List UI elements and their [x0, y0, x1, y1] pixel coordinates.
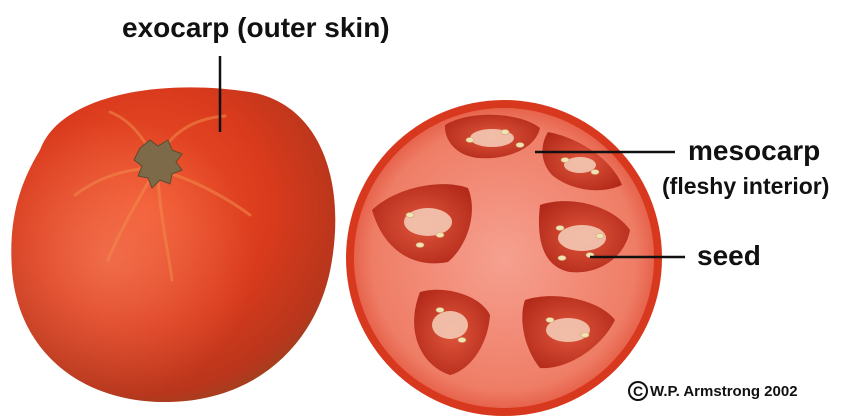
copyright-credit: C W.P. Armstrong 2002	[628, 381, 798, 401]
mesocarp-label: mesocarp	[688, 137, 820, 165]
whole-tomato	[11, 87, 335, 402]
mesocarp-note-label: (fleshy interior)	[662, 175, 829, 198]
exocarp-label: exocarp (outer skin)	[122, 14, 390, 42]
copyright-icon: C	[628, 381, 648, 401]
credit-text: W.P. Armstrong 2002	[650, 383, 798, 400]
seed-label: seed	[697, 242, 761, 270]
